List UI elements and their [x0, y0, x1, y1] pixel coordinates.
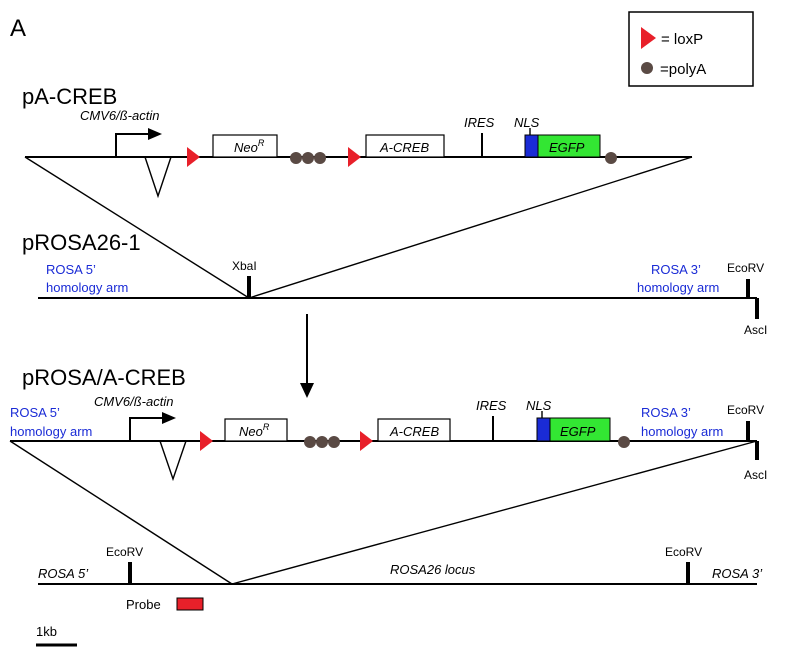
- a-creb-box: [365, 134, 445, 158]
- asci-label: AscI: [744, 468, 767, 482]
- rosa5-arm-label-line2: homology arm: [10, 424, 92, 439]
- loxp-site-icon: [187, 147, 200, 167]
- polya-icon: [618, 436, 630, 448]
- rosa3-arm-label-line1: ROSA 3’: [651, 262, 701, 277]
- a-creb-box: [377, 418, 451, 442]
- polya-icon: [314, 152, 326, 164]
- loxp-site-icon: [200, 431, 213, 451]
- scale-bar-label: 1kb: [36, 624, 57, 639]
- polya-icon: [302, 152, 314, 164]
- rosa3-arm-label-line2: homology arm: [641, 424, 723, 439]
- egfp-box: [537, 134, 601, 158]
- nls-box: [536, 417, 551, 442]
- loxp-legend-icon: [641, 27, 656, 49]
- construct-prosa-a-creb: pROSA/A-CREB ROSA 5’ homology arm CMV6/ß…: [10, 365, 767, 482]
- recombination-line-right: [231, 440, 758, 585]
- polya-icon: [328, 436, 340, 448]
- locus-center-label: ROSA26 locus: [390, 562, 476, 577]
- insertion-line-left: [24, 156, 250, 299]
- loxp-site-icon: [348, 147, 361, 167]
- promoter-arrow-icon: [129, 417, 164, 441]
- panel-label: A: [10, 15, 26, 42]
- nls-label: NLS: [526, 398, 552, 413]
- egfp-label: EGFP: [549, 140, 585, 155]
- rosa5-arm-label-line1: ROSA 5’: [10, 405, 60, 420]
- ecorv-label: EcoRV: [727, 261, 764, 275]
- promoter-arrowhead-icon: [162, 412, 176, 424]
- polya-legend-icon: [641, 62, 653, 74]
- intron-icon: [159, 440, 187, 482]
- ecorv-label: EcoRV: [727, 403, 764, 417]
- legend-loxp-label: = loxP: [661, 31, 703, 48]
- ecorv-label-right: EcoRV: [665, 545, 702, 559]
- promoter-label: CMV6/ß-actin: [80, 108, 159, 123]
- rosa3-arm-label-line1: ROSA 3’: [641, 405, 691, 420]
- neo-label: NeoR: [234, 138, 265, 155]
- asci-label: AscI: [744, 323, 767, 337]
- nls-box: [524, 134, 539, 158]
- polya-icon: [290, 152, 302, 164]
- ecorv-label-left: EcoRV: [106, 545, 143, 559]
- construct-name-pa-creb: pA-CREB: [22, 84, 117, 109]
- legend-polya-label: =polyA: [660, 61, 706, 78]
- loxp-site-icon: [360, 431, 373, 451]
- rosa5-arm-label-line1: ROSA 5’: [46, 262, 96, 277]
- neo-label: NeoR: [239, 422, 270, 439]
- polya-icon: [316, 436, 328, 448]
- recombination-line-left: [9, 440, 233, 585]
- legend: = loxP =polyA: [628, 11, 754, 87]
- promoter-arrowhead-icon: [148, 128, 162, 140]
- locus-left-label: ROSA 5’: [38, 566, 89, 581]
- ires-label: IRES: [464, 115, 495, 130]
- insertion-line-right: [248, 156, 693, 299]
- construct-prosa26-1: pROSA26-1 ROSA 5’ homology arm XbaI ROSA…: [22, 230, 767, 337]
- construct-pa-creb: pA-CREB CMV6/ß-actin NeoR A-CREB IRES NL…: [22, 84, 692, 199]
- egfp-box: [549, 417, 611, 442]
- xbai-label: XbaI: [232, 259, 257, 273]
- neo-resistance-box: [224, 418, 288, 442]
- rosa26-locus: ROSA 5’ ROSA26 locus ROSA 3’ EcoRV EcoRV…: [38, 545, 763, 612]
- egfp-label: EGFP: [560, 424, 596, 439]
- neo-resistance-box: [212, 134, 278, 158]
- polya-icon: [605, 152, 617, 164]
- promoter-arrow-icon: [115, 133, 150, 157]
- legend-frame: [628, 11, 754, 87]
- construct-name-prosa-a-creb: pROSA/A-CREB: [22, 365, 186, 390]
- nls-label: NLS: [514, 115, 540, 130]
- a-creb-label: A-CREB: [379, 140, 429, 155]
- ires-label: IRES: [476, 398, 507, 413]
- polya-icon: [304, 436, 316, 448]
- intron-icon: [144, 156, 172, 199]
- rosa3-arm-label-line2: homology arm: [637, 280, 719, 295]
- construct-name-prosa26-1: pROSA26-1: [22, 230, 141, 255]
- a-creb-label: A-CREB: [389, 424, 439, 439]
- promoter-label: CMV6/ß-actin: [94, 394, 173, 409]
- probe-box: [176, 597, 204, 611]
- down-arrow-icon: [300, 383, 314, 398]
- rosa5-arm-label-line2: homology arm: [46, 280, 128, 295]
- probe-label: Probe: [126, 597, 161, 612]
- locus-right-label: ROSA 3’: [712, 566, 763, 581]
